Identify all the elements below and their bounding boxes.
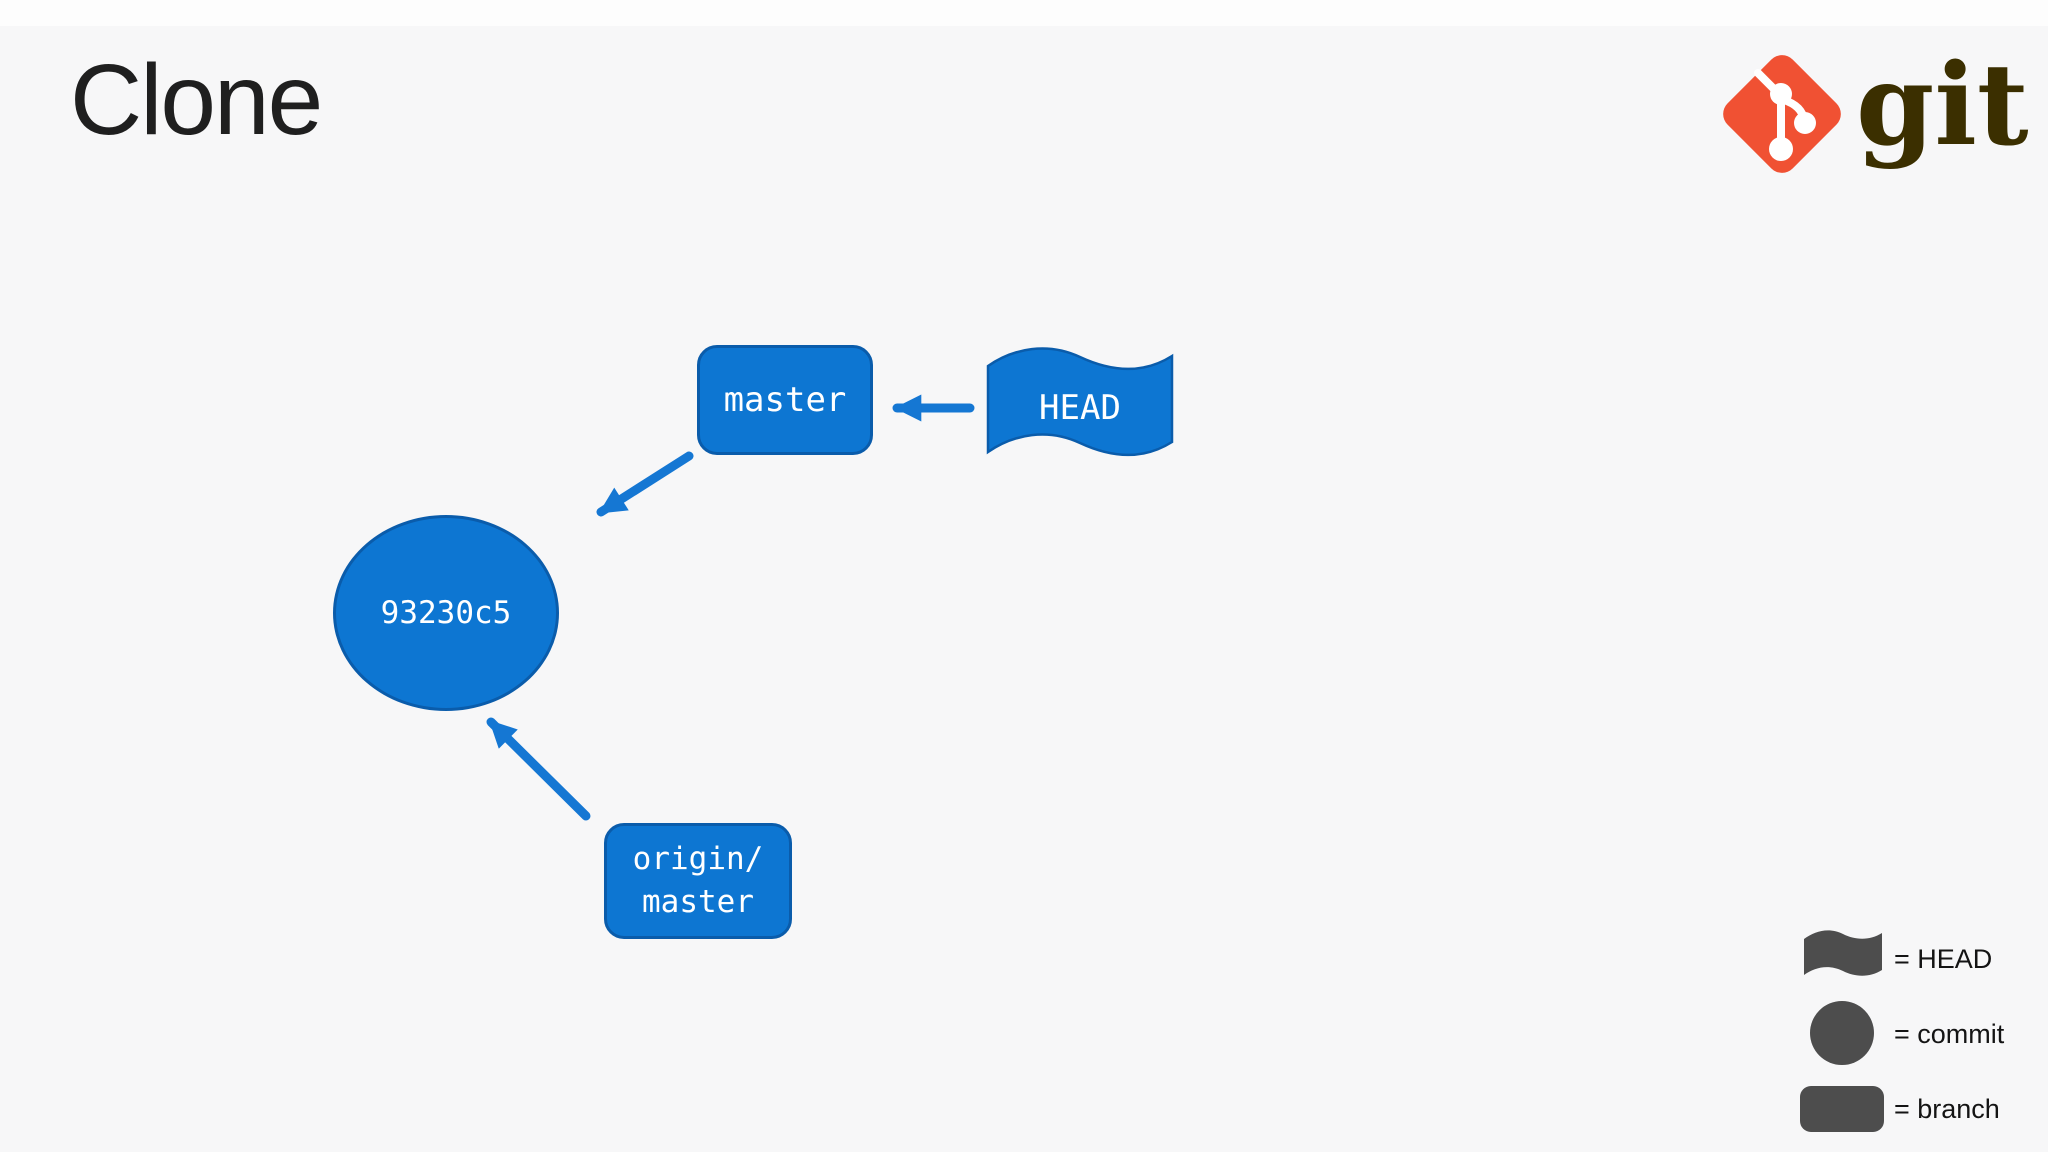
commit-node: 93230c5 [333,515,559,711]
head-flag-label: HEAD [1039,388,1121,428]
git-logo-icon [1723,55,1841,173]
page-title: Clone [70,44,323,156]
top-accent-strip [0,0,2048,26]
git-wordmark: git [1856,40,2029,171]
legend-flag-icon [1804,930,1882,976]
legend-label-branch: = branch [1894,1094,2000,1124]
legend-label-head: = HEAD [1894,944,1993,974]
branch-node-origin-master: origin/ master [604,823,792,939]
arrow-master-to-commit [596,451,694,517]
arrow-origin-to-commit [486,717,591,821]
branch-node-master: master [697,345,873,455]
legend-branch-icon [1800,1086,1884,1132]
git-diamond-icon [1723,55,1841,173]
legend-commit-icon [1810,1001,1874,1065]
legend-label-commit: = commit [1894,1019,2005,1049]
